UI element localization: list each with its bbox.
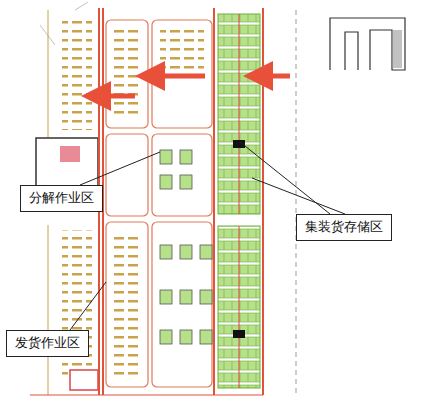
work-table	[200, 245, 212, 259]
work-table	[160, 245, 172, 259]
work-table	[160, 175, 172, 189]
work-table	[180, 245, 192, 259]
callout-box: 分解作业区	[20, 185, 103, 212]
work-table	[180, 330, 192, 344]
bays	[113, 30, 204, 377]
work-table	[200, 290, 212, 304]
work-tables	[160, 150, 212, 344]
work-table	[160, 290, 172, 304]
flow-arrows	[96, 76, 290, 96]
work-table	[160, 150, 172, 164]
work-table	[180, 290, 192, 304]
callout-box: 发货作业区	[6, 330, 89, 357]
work-table	[160, 330, 172, 344]
storage-racks	[218, 14, 260, 388]
callout-box: 集装货存储区	[296, 214, 392, 241]
callout-label: 集装货存储区	[305, 219, 383, 236]
zones	[106, 20, 212, 387]
key-plan	[330, 18, 405, 70]
work-table	[180, 150, 192, 164]
work-table	[180, 175, 192, 189]
callout-label: 发货作业区	[15, 335, 80, 352]
dashed-line	[296, 10, 297, 395]
work-table	[200, 330, 212, 344]
callout-label: 分解作业区	[29, 190, 94, 207]
